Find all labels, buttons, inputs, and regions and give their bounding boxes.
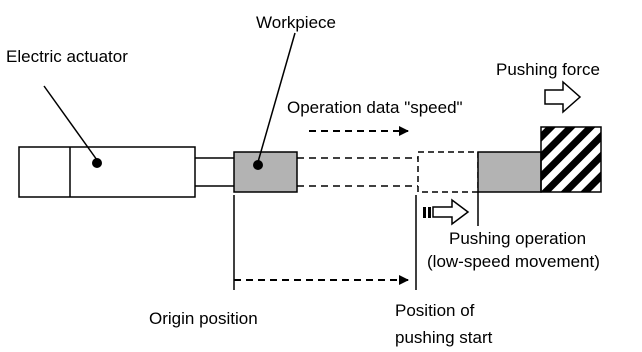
workpiece-pushing-start	[417, 151, 479, 193]
origin-position-label: Origin position	[149, 309, 258, 328]
position-of-label: Position of	[395, 301, 475, 320]
pushing-operation-arrow	[423, 198, 470, 226]
actuator-body	[18, 146, 196, 198]
pushing-start-label: pushing start	[395, 328, 493, 347]
actuator-leader-line	[43, 85, 98, 161]
workpiece-origin	[233, 151, 298, 193]
operation-speed-label: Operation data "speed"	[287, 98, 463, 117]
low-speed-movement-label: (low-speed movement)	[427, 252, 600, 271]
rod-extension-dashed	[297, 157, 418, 187]
pushing-force-arrow	[544, 80, 582, 114]
actuator-rod	[195, 157, 234, 187]
pushing-force-label: Pushing force	[496, 60, 600, 79]
load-block	[540, 126, 602, 193]
actuator-dot	[92, 158, 102, 168]
workpiece-dot	[253, 160, 263, 170]
workpiece-pushed	[477, 151, 542, 193]
workpiece-leader-line	[257, 32, 296, 163]
pushing-operation-label: Pushing operation	[449, 229, 587, 248]
electric-actuator-label: Electric actuator	[6, 47, 128, 66]
workpiece-label: Workpiece	[256, 13, 336, 32]
